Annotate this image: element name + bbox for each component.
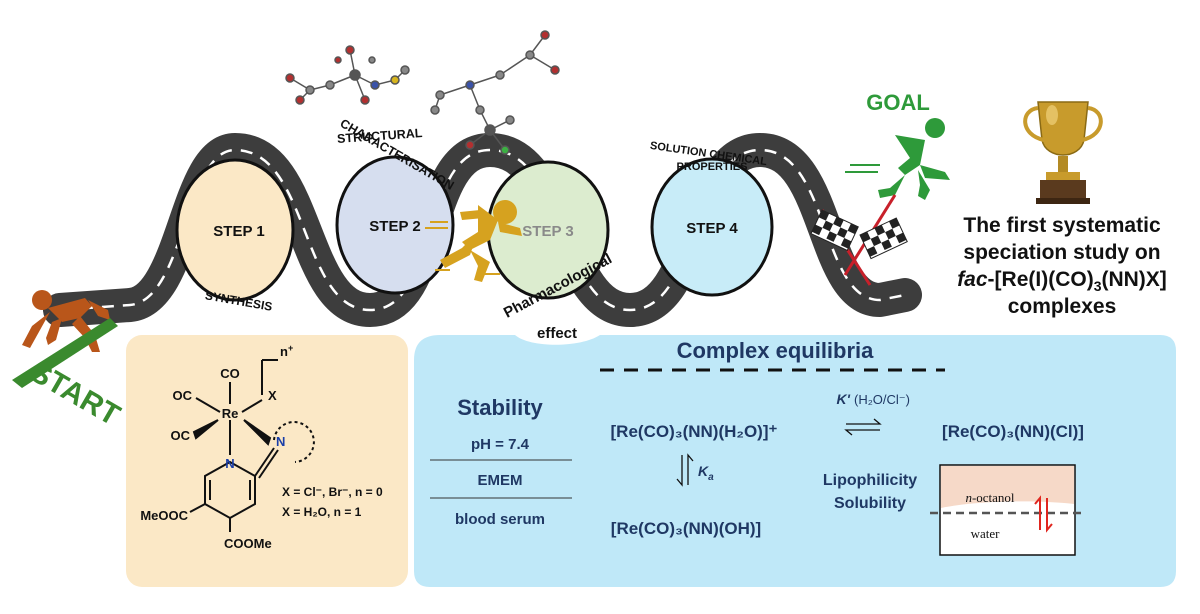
goal-label: GOAL <box>866 90 930 115</box>
green-runner-icon <box>878 118 950 200</box>
svg-text:complexes: complexes <box>1008 295 1117 318</box>
start-label: START <box>24 355 125 432</box>
winding-road <box>43 133 922 327</box>
step-2-label: STEP 2 <box>369 218 420 235</box>
lipophilicity-label: Lipophilicity <box>823 472 917 489</box>
checkered-flag-icon <box>810 194 908 286</box>
svg-text:fac-[Re(I)(CO)3(NN)X]: fac-[Re(I)(CO)3(NN)X] <box>957 268 1167 294</box>
ligand-note-1: X = Cl⁻, Br⁻, n = 0 <box>282 485 383 499</box>
water-label: water <box>971 526 1001 541</box>
speed-lines <box>845 164 880 173</box>
ligand-oc-bottom: OC <box>171 428 191 443</box>
charge-label: n+ <box>280 343 293 359</box>
step-4-label: STEP 4 <box>686 220 738 237</box>
ligand-co-top: CO <box>220 366 240 381</box>
step-2: STEP 2 <box>335 155 455 295</box>
ligand-x: X <box>268 388 277 403</box>
running-person-icon <box>440 200 522 282</box>
stability-heading: Stability <box>457 395 543 420</box>
pyridine-n: N <box>225 456 234 471</box>
octanol-label: n-octanol <box>965 490 1014 505</box>
step-3-label: STEP 3 <box>522 223 573 240</box>
svg-text:speciation study on: speciation study on <box>963 241 1160 264</box>
species-aqua: [Re(CO)₃(NN)(H₂O)]⁺ <box>611 422 778 441</box>
ester-coome: COOMe <box>224 536 272 551</box>
partition-arrows-icon <box>1034 495 1053 533</box>
step-3: STEP 3 <box>486 160 610 300</box>
emem-label: EMEM <box>478 472 523 489</box>
ester-meooc: MeOOC <box>140 508 188 523</box>
equilibrium-arrows-icon <box>676 453 694 487</box>
step-1-label: STEP 1 <box>213 223 264 240</box>
solubility-label: Solubility <box>834 495 906 512</box>
trophy-icon <box>1023 101 1103 204</box>
equilibria-title: Complex equilibria <box>677 338 875 363</box>
svg-text:STRUCTURAL: STRUCTURAL <box>337 126 424 146</box>
ka-label: Ka <box>698 463 714 483</box>
imine-n: N <box>276 434 285 449</box>
svg-text:PROPERTIES: PROPERTIES <box>677 161 748 173</box>
metal-re: Re <box>222 406 239 421</box>
species-hydroxo: [Re(CO)₃(NN)(OH)] <box>611 519 761 538</box>
ph-label: pH = 7.4 <box>471 436 530 453</box>
species-chloro: [Re(CO)₃(NN)(Cl)] <box>942 422 1084 441</box>
ligand-note-2: X = H₂O, n = 1 <box>282 505 362 519</box>
ligand-oc-left: OC <box>173 388 193 403</box>
equilibria-panel: Complex equilibria Stability pH = 7.4 EM… <box>414 335 1176 587</box>
step-1: STEP 1 <box>175 158 295 302</box>
step-4: STEP 4 <box>650 157 774 297</box>
goal-text: The first systematic speciation study on… <box>957 214 1167 318</box>
svg-text:effect: effect <box>537 325 577 342</box>
partition-beaker: n-octanol water <box>930 464 1085 556</box>
k-prime-label: K' <box>837 391 851 407</box>
equilibrium-arrows-icon <box>844 418 882 436</box>
serum-label: blood serum <box>455 511 545 528</box>
structure-panel: CO OC X Re OC N N n+ MeOOC COOMe X = Cl⁻… <box>126 335 408 587</box>
crystal-structure-icon <box>430 30 560 155</box>
crystal-structure-icon <box>285 45 410 105</box>
speed-lines <box>425 221 500 275</box>
k-prime-note: (H₂O/Cl⁻) <box>854 392 910 407</box>
svg-text:The first systematic: The first systematic <box>963 214 1161 237</box>
